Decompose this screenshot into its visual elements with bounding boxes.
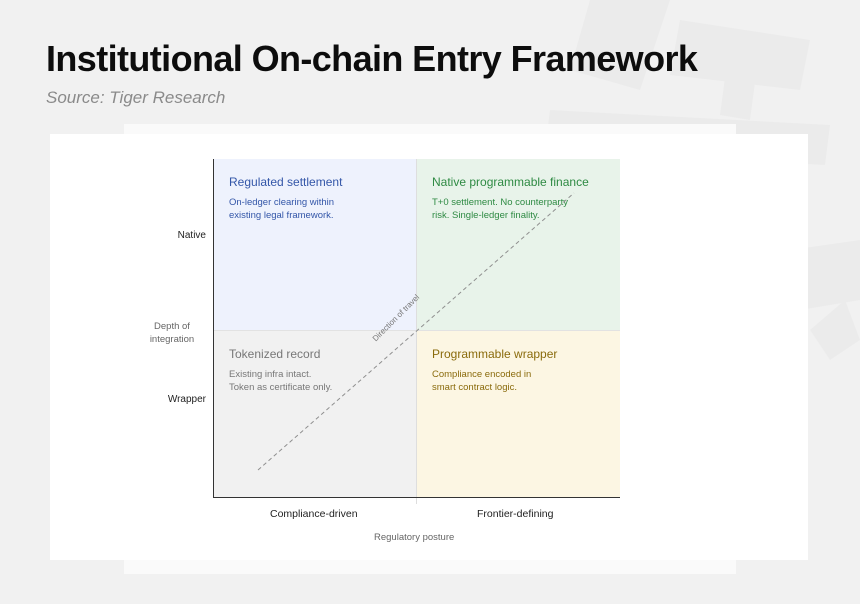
quadrant-divider-horizontal xyxy=(214,330,620,331)
x-axis-line xyxy=(213,497,620,498)
quadrant-regulated-settlement: Regulated settlement On-ledger clearing … xyxy=(214,159,417,331)
quadrant-title: Tokenized record xyxy=(229,347,321,361)
page-title: Institutional On-chain Entry Framework xyxy=(46,38,698,79)
quadrant-tokenized-record: Tokenized record Existing infra intact. … xyxy=(214,331,417,498)
quadrant-title: Native programmable finance xyxy=(432,175,589,189)
quadrant-programmable-wrapper: Programmable wrapper Compliance encoded … xyxy=(417,331,620,498)
quadrant-divider-vertical xyxy=(416,159,417,504)
quadrant-native-programmable-finance: Native programmable finance T+0 settleme… xyxy=(417,159,620,331)
y-tick-native: Native xyxy=(177,230,206,241)
y-axis-title: Depth of integration xyxy=(149,321,195,345)
x-tick-compliance-driven: Compliance-driven xyxy=(270,508,358,520)
quadrant-title: Regulated settlement xyxy=(229,175,343,189)
y-axis-line xyxy=(213,159,214,498)
source-caption: Source: Tiger Research xyxy=(46,88,226,107)
quadrant-description: Compliance encoded in smart contract log… xyxy=(432,369,532,393)
quadrant-title: Programmable wrapper xyxy=(432,347,558,361)
x-axis-title: Regulatory posture xyxy=(374,532,455,543)
x-tick-frontier-defining: Frontier-defining xyxy=(477,508,554,520)
y-tick-wrapper: Wrapper xyxy=(167,394,206,405)
quadrant-description: On-ledger clearing within existing legal… xyxy=(229,197,335,221)
quadrant-description: Existing infra intact. Token as certific… xyxy=(229,369,333,393)
quadrant-description: T+0 settlement. No counterparty risk. Si… xyxy=(432,197,568,221)
